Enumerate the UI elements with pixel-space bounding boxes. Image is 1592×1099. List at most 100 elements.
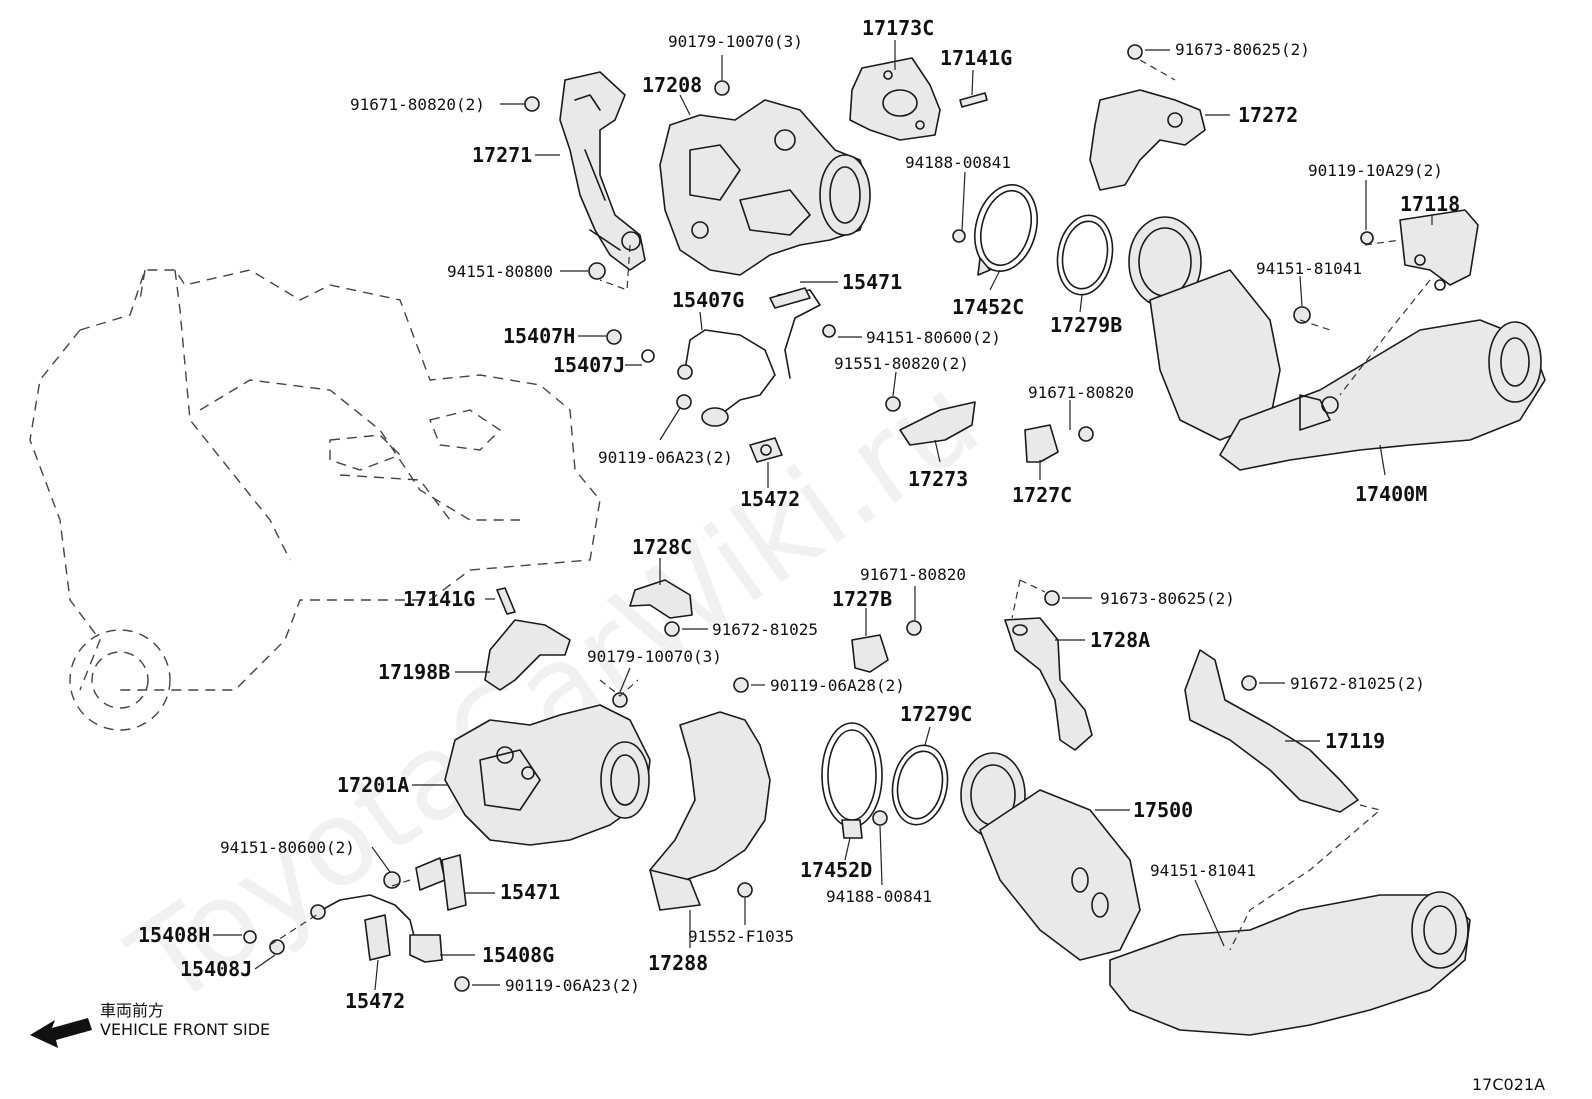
washer-icon <box>243 930 257 944</box>
insulator-17272 <box>1089 89 1206 191</box>
bracket-17118 <box>1399 209 1479 291</box>
label-90119-06A28-2: 90119-06A28(2) <box>770 676 905 695</box>
bolt-icon <box>906 620 922 636</box>
nut-icon <box>612 692 628 708</box>
gasket-17173C <box>849 57 941 141</box>
bolt-icon <box>676 394 692 410</box>
engine-block-outline <box>29 269 601 731</box>
bolt-icon <box>1044 590 1060 606</box>
heat-insulator-17271 <box>559 71 646 271</box>
label-17201A: 17201A <box>337 773 409 797</box>
gasket-17279C <box>891 744 949 826</box>
label-17198B: 17198B <box>378 660 450 684</box>
catalytic-converter-17500 <box>960 752 1471 1036</box>
bolt-icon <box>1241 675 1257 691</box>
bolt-icon <box>269 939 285 955</box>
label-15471-top: 15471 <box>842 270 902 294</box>
label-15408G: 15408G <box>482 943 554 967</box>
oil-pipe-15407G <box>677 287 821 463</box>
label-17173C: 17173C <box>862 16 934 40</box>
label-17400M: 17400M <box>1355 482 1427 506</box>
nut-icon <box>952 229 966 243</box>
label-94188-00841-top: 94188-00841 <box>905 153 1011 172</box>
label-94188-00841-bot: 94188-00841 <box>826 887 932 906</box>
bracket-17273 <box>899 401 976 446</box>
oil-pipe-15408G <box>310 854 467 963</box>
heat-shield-17288 <box>649 711 771 911</box>
stud-icon <box>496 587 516 615</box>
label-94151-80600-2-bot: 94151-80600(2) <box>220 838 355 857</box>
bracket-1727C <box>1024 424 1059 463</box>
direction-legend: 車両前方 VEHICLE FRONT SIDE <box>30 1001 270 1048</box>
label-1727C: 1727C <box>1012 483 1072 507</box>
label-17279C: 17279C <box>900 702 972 726</box>
label-90179-10070-3-top: 90179-10070(3) <box>668 32 803 51</box>
label-94151-81041-top: 94151-81041 <box>1256 259 1362 278</box>
bolt-icon <box>1078 426 1094 442</box>
nut-icon <box>588 262 606 280</box>
label-17273: 17273 <box>908 467 968 491</box>
label-17141G-top: 17141G <box>940 46 1012 70</box>
nut-icon <box>383 871 401 889</box>
bracket-1728A <box>1004 617 1093 751</box>
label-90179-10070-3-bot: 90179-10070(3) <box>587 647 722 666</box>
label-15472-top: 15472 <box>740 487 800 511</box>
label-90119-06A23-2-bot: 90119-06A23(2) <box>505 976 640 995</box>
label-91552-F1035: 91552-F1035 <box>688 927 794 946</box>
label-17141G-bot: 17141G <box>403 587 475 611</box>
clamp-17452C <box>974 183 1038 276</box>
nut-icon <box>822 324 836 338</box>
direction-label-jp: 車両前方 <box>100 1001 164 1020</box>
label-1728A: 1728A <box>1090 628 1150 652</box>
label-15408J: 15408J <box>180 957 252 981</box>
bolt-icon <box>606 329 622 345</box>
label-91671-80820-top: 91671-80820 <box>1028 383 1134 402</box>
label-91672-81025: 91672-81025 <box>712 620 818 639</box>
washer-icon <box>641 349 655 363</box>
clamp-17452D <box>821 722 883 839</box>
alignment-dashes <box>269 59 1431 951</box>
label-91673-80625-2-top: 91673-80625(2) <box>1175 40 1310 59</box>
label-17272: 17272 <box>1238 103 1298 127</box>
label-91672-81025-2: 91672-81025(2) <box>1290 674 1425 693</box>
label-17118: 17118 <box>1400 192 1460 216</box>
label-1727B: 1727B <box>832 587 892 611</box>
bracket-1727B <box>851 634 889 673</box>
label-91551-80820-2: 91551-80820(2) <box>834 354 969 373</box>
turbocharger-17208 <box>659 99 871 276</box>
label-15472-bot: 15472 <box>345 989 405 1013</box>
label-91671-80820-mid: 91671-80820 <box>860 565 966 584</box>
bolt-icon <box>885 396 901 412</box>
direction-label-en: VEHICLE FRONT SIDE <box>100 1020 270 1039</box>
label-90119-06A23-2-top: 90119-06A23(2) <box>598 448 733 467</box>
bolt-icon <box>733 677 749 693</box>
bolt-icon <box>664 621 680 637</box>
label-15408H: 15408H <box>138 923 210 947</box>
diagram-code: 17C021A <box>1472 1075 1545 1094</box>
bolt-icon <box>1360 231 1374 245</box>
label-15471-bot: 15471 <box>500 880 560 904</box>
bracket-17119 <box>1184 649 1359 813</box>
label-15407J: 15407J <box>553 353 625 377</box>
label-17500: 17500 <box>1133 798 1193 822</box>
stud-icon <box>959 92 988 108</box>
nut-icon <box>1293 306 1311 324</box>
label-17119: 17119 <box>1325 729 1385 753</box>
bracket-1728C <box>629 579 693 619</box>
label-15407G: 15407G <box>672 288 744 312</box>
label-91673-80625-2-bot: 91673-80625(2) <box>1100 589 1235 608</box>
part-labels: 90179-10070(3) 17208 17173C 17141G 91673… <box>138 16 1460 1013</box>
gasket-17279B <box>1056 214 1114 296</box>
nut-icon <box>714 80 730 96</box>
fasteners-upper <box>524 44 1374 442</box>
bolt-icon <box>737 882 753 898</box>
bracket-17198B <box>484 619 571 691</box>
label-94151-80800: 94151-80800 <box>447 262 553 281</box>
leader-lines <box>213 40 1433 991</box>
label-17452D: 17452D <box>800 858 872 882</box>
bolt-icon <box>1127 44 1143 60</box>
bolt-icon <box>454 976 470 992</box>
label-94151-81041-bot: 94151-81041 <box>1150 861 1256 880</box>
